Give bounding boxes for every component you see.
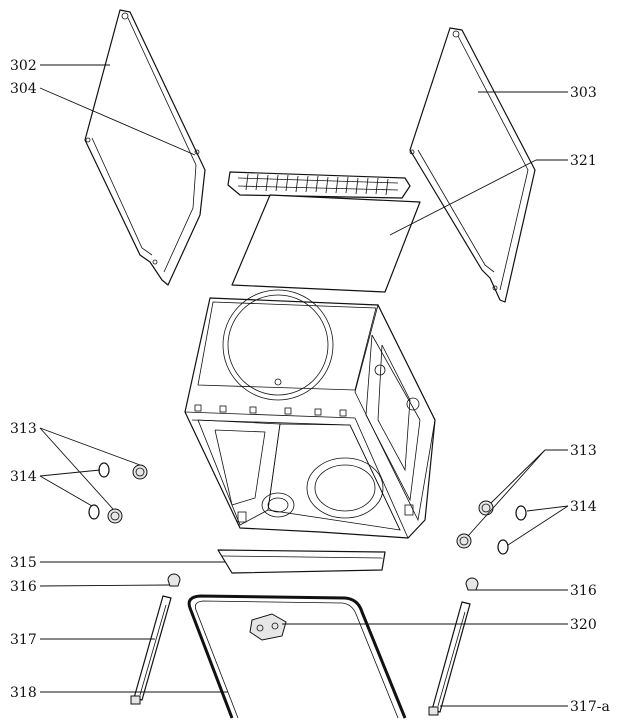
part-314-left-caps xyxy=(88,462,110,520)
label-315: 315 xyxy=(10,555,37,571)
label-316-left: 316 xyxy=(10,579,37,595)
part-321-top-sheet xyxy=(231,194,421,293)
leader-lines xyxy=(39,64,569,707)
label-302: 302 xyxy=(10,58,37,74)
label-314-right: 314 xyxy=(570,499,597,515)
part-317a-right-rail xyxy=(428,601,471,716)
part-302-left-side-panel xyxy=(84,9,206,286)
part-304-vent-strip xyxy=(227,171,411,199)
part-303-right-side-panel xyxy=(409,27,536,303)
part-316-left-foot xyxy=(167,573,181,587)
label-313-right: 313 xyxy=(570,443,597,459)
label-317: 317 xyxy=(10,632,37,648)
label-314-left: 314 xyxy=(10,469,37,485)
part-313-left-wheels xyxy=(107,464,148,524)
part-317-left-rail xyxy=(130,595,172,705)
part-315-bottom-bar xyxy=(217,549,386,574)
part-320-latch-bracket xyxy=(249,613,287,641)
label-321: 321 xyxy=(570,153,597,169)
part-316-right-foot xyxy=(465,577,479,591)
label-316-right: 316 xyxy=(570,583,597,599)
part-313-right-wheels xyxy=(456,500,494,549)
main-tub-cavity xyxy=(184,289,436,539)
part-labels: 302 304 303 321 313 314 313 314 315 316 … xyxy=(10,58,610,715)
label-317a: 317-a xyxy=(570,699,610,715)
label-313-left: 313 xyxy=(10,421,37,437)
part-314-right-caps xyxy=(497,505,527,555)
label-320: 320 xyxy=(570,617,597,633)
label-303: 303 xyxy=(570,85,597,101)
part-318-door-gasket xyxy=(187,594,407,719)
label-304: 304 xyxy=(10,81,37,97)
label-318: 318 xyxy=(10,685,37,701)
